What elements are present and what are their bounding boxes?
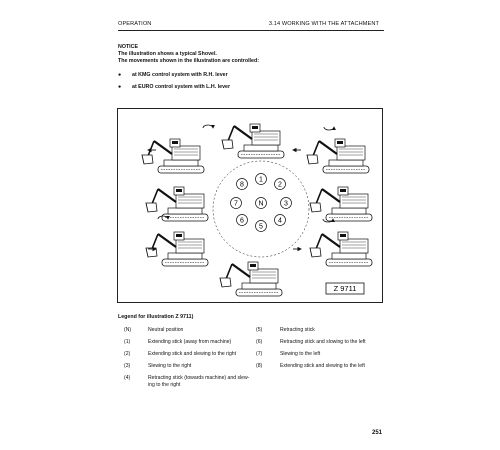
legend-text: Retracting stick [280,327,315,333]
legend-number: (3) [124,363,131,369]
legend-text: Retracting stick and slowing to the left [280,339,366,345]
legend-text: Slewing to the left [280,351,321,357]
position-marker-6: 6 [236,214,248,226]
position-marker-1: 1 [255,173,267,185]
notice-line-1: The illustration shows a typical Shovel. [118,51,217,58]
legend-number: (N) [124,327,132,333]
legend-number: (8) [256,363,263,369]
rotation-arrow-icon [202,124,215,129]
svg-text:3: 3 [284,200,288,207]
svg-text:7: 7 [234,200,238,207]
position-marker-3: 3 [280,197,292,209]
legend-number: (4) [124,375,131,381]
figure-label-box: Z 9711 [325,282,365,295]
notice-line-2: The movements shown in the illustration … [118,58,259,65]
bullet-icon: ● [118,84,122,90]
page-number: 251 [371,430,382,436]
svg-text:N: N [258,200,263,207]
legend-text: Retracting stick (towards machine) and s… [148,375,250,381]
legend-number: (1) [124,339,131,345]
legend-number: (7) [256,351,263,357]
header-chapter-title: 3.14 WORKING WITH THE ATTACHMENT [268,21,379,27]
notice-title: NOTICE [118,44,139,50]
svg-text:8: 8 [240,181,244,188]
svg-text:2: 2 [278,181,282,188]
svg-text:Z 9711: Z 9711 [334,284,357,293]
legend-text: Slewing to the right [148,363,192,369]
rotation-arrow-icon [322,218,335,223]
header-rule [118,30,384,31]
position-marker-8: 8 [236,178,248,190]
bullet-text: at EURO control system with L.H. lever [132,84,231,90]
position-marker-4: 4 [274,214,286,226]
svg-text:6: 6 [240,217,244,224]
legend-text: Extending stick and slewing to the right [148,351,237,357]
legend-number: (6) [256,339,263,345]
shovel-drawing-right-1 [305,137,371,175]
illustration-frame: 1 2 8 7 N 3 6 4 [117,108,383,303]
bullet-text: at KMG control system with R.H. lever [132,72,228,78]
position-marker-2: 2 [274,178,286,190]
bullet-icon: ● [118,72,122,78]
shovel-drawing-top [220,122,286,160]
shovel-drawing-left-2 [144,185,210,223]
svg-text:1: 1 [259,176,263,183]
shovel-drawing-bottom [218,260,284,298]
bullet-kmg: ● at KMG control system with R.H. lever [118,72,228,78]
position-marker-7: 7 [230,197,242,209]
rotation-arrow-icon [157,215,170,220]
legend-text: Extending stick and slewing to the left [280,363,365,369]
shovel-drawing-right-3 [308,230,374,268]
position-marker-neutral: N [255,197,267,209]
position-marker-5: 5 [255,220,267,232]
header-section-title: OPERATION [118,21,152,27]
shovel-drawing-right-2 [308,185,374,223]
legend-text: ing to the right [148,382,181,388]
rotation-arrow-icon [323,126,336,131]
legend-text: Neutral position [148,327,184,333]
notice-block: NOTICE The illustration shows a typical … [118,44,259,66]
bullet-euro: ● at EURO control system with L.H. lever [118,84,230,90]
svg-text:5: 5 [259,223,263,230]
svg-text:4: 4 [278,217,282,224]
legend-number: (5) [256,327,263,333]
shovel-drawing-left-1 [140,137,206,175]
illustration-shovel-movements: 1 2 8 7 N 3 6 4 [140,122,374,298]
legend-text: Extending stick (away from machine) [148,339,232,345]
legend-title: Legend for illustration Z 9711) [118,314,194,320]
legend-number: (2) [124,351,131,357]
